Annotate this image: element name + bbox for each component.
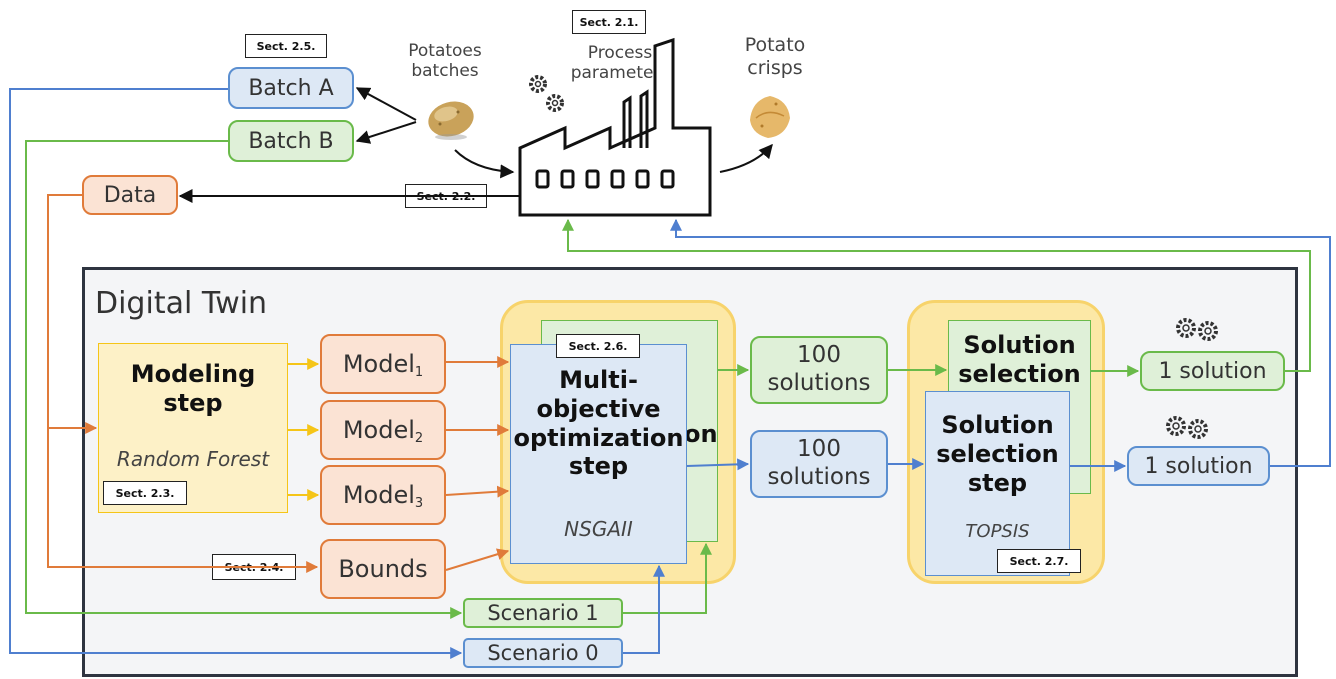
model-3-label: Model (342, 481, 415, 509)
bounds-label: Bounds (338, 555, 428, 583)
digital-twin-title: Digital Twin (95, 286, 268, 321)
bounds-to-moo-line (445, 548, 510, 571)
gears-icon (1166, 416, 1208, 439)
section-tag-2-7: Sect. 2.7. (997, 549, 1081, 573)
solutions-green-box: 100 solutions (750, 336, 888, 404)
batch-b-to-scenario-1-line (25, 140, 463, 619)
crisp-icon (750, 96, 790, 138)
batch-b-label: Batch B (248, 128, 334, 154)
batch-a-to-scenario-0-line (9, 88, 463, 659)
potato-crisps-label: Potato crisps (744, 34, 806, 79)
moo-to-solutions-blue-line (686, 458, 750, 471)
model-3-subscript: 3 (414, 495, 424, 511)
solutions-blue-label: 100 solutions (767, 436, 871, 490)
modeling-step-title: Modeling step (130, 360, 256, 417)
factory-to-crisps-line (719, 143, 773, 173)
section-tag-2-1: Sect. 2.1. (572, 10, 646, 34)
section-tag-2-6: Sect. 2.6. (556, 334, 640, 358)
scenario-1-to-moo-line (623, 542, 712, 614)
batch-a-label: Batch A (248, 75, 334, 101)
model-1-label: Model (342, 350, 415, 378)
process-parameters-label: Process parameters (570, 43, 670, 84)
potatoes-batches-label: Potatoes batches (408, 41, 482, 82)
selection-front-box (925, 391, 1070, 576)
section-tag-2-5: Sect. 2.5. (245, 34, 327, 58)
potato-to-batch-b-line (355, 121, 417, 144)
model-3-to-moo-line (445, 485, 510, 498)
scenario-0-box: Scenario 0 (463, 638, 623, 668)
modeling-method: Random Forest (116, 447, 270, 471)
gears-icon (1176, 318, 1218, 341)
data-label: Data (103, 182, 157, 208)
scenario-0-label: Scenario 0 (487, 641, 599, 665)
selection-title: Solution selection step (936, 411, 1059, 497)
one-solution-green-box: 1 solution (1140, 351, 1285, 391)
model-1-subscript: 1 (414, 364, 424, 380)
data-box: Data (82, 175, 178, 215)
one-blue-to-factory-line (670, 218, 1331, 467)
factory-icon (518, 37, 712, 217)
gears-icon (529, 75, 564, 112)
potato-to-factory-line (454, 149, 515, 179)
one-green-to-factory-line (562, 218, 1311, 372)
solutions-green-label: 100 solutions (767, 342, 871, 396)
scenario-1-box: Scenario 1 (463, 598, 623, 628)
selection-back-title: Solution selection (958, 331, 1081, 388)
potato-icon (428, 101, 474, 140)
potato-to-batch-a-line (355, 87, 417, 121)
section-tag-2-3: Sect. 2.3. (103, 481, 187, 505)
moo-back-label: on (684, 420, 718, 448)
data-to-twin-line (47, 194, 319, 573)
moo-method: NSGAII (564, 517, 633, 541)
one-solution-green-label: 1 solution (1158, 358, 1267, 384)
model-2-subscript: 2 (414, 430, 424, 446)
model-2-label: Model (342, 416, 415, 444)
scenario-1-label: Scenario 1 (487, 601, 599, 625)
one-solution-blue-label: 1 solution (1144, 453, 1253, 479)
scenario-0-to-moo-line (623, 564, 665, 654)
moo-title: Multi- objective optimization step (513, 366, 684, 481)
one-solution-blue-box: 1 solution (1127, 446, 1270, 486)
solutions-blue-box: 100 solutions (750, 430, 888, 498)
bounds-box: Bounds (320, 539, 446, 599)
selection-method: TOPSIS (965, 521, 1030, 542)
batch-b-box: Batch B (228, 120, 354, 162)
batch-a-box: Batch A (228, 67, 354, 109)
